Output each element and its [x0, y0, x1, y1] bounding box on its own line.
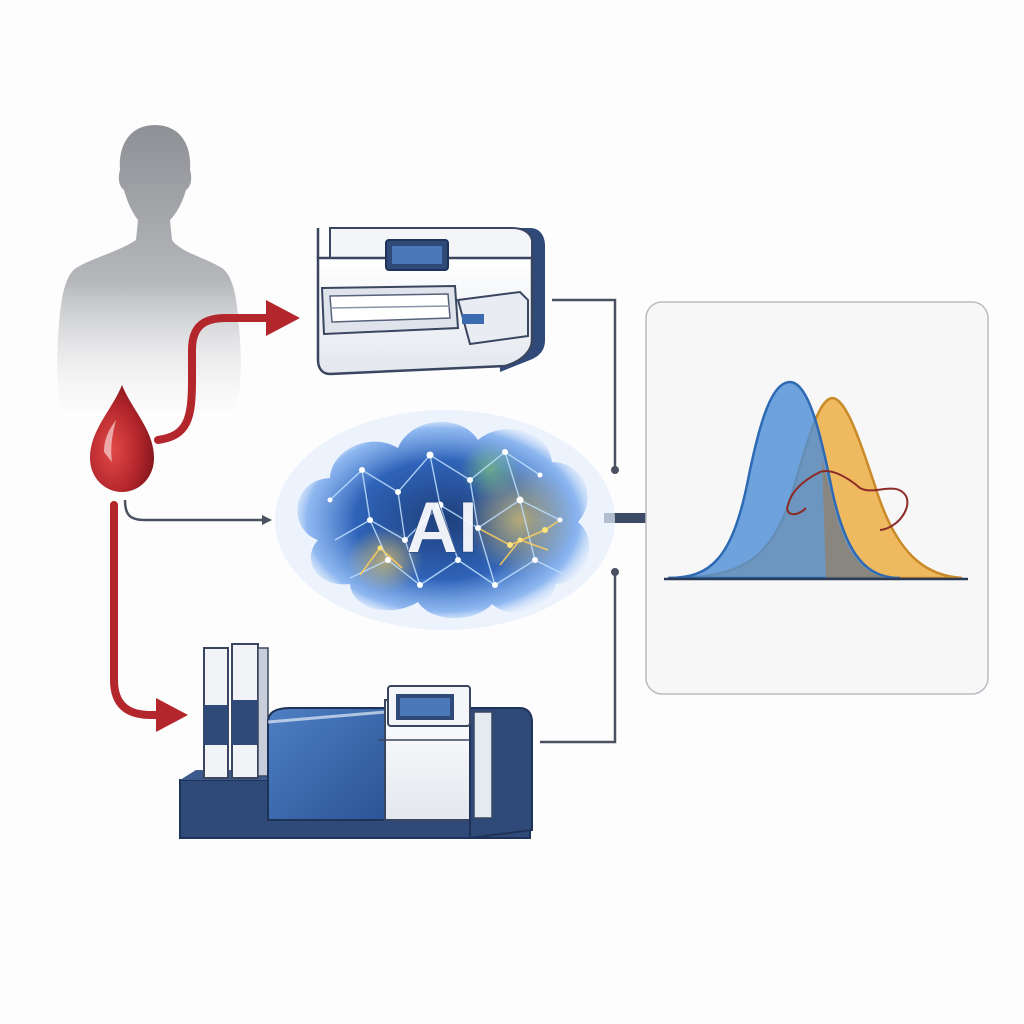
ai-label: AI — [406, 488, 478, 568]
blood-drop-icon — [90, 385, 154, 492]
benchtop-analyzer-icon — [316, 227, 545, 376]
blood-flow-to-analyzer — [154, 300, 300, 444]
connector-spectrometer-to-chart — [540, 568, 619, 744]
neural-network-cloud-icon: AI — [275, 410, 615, 630]
blood-flow-to-spectrometer — [110, 501, 188, 732]
connector-analyzer-to-chart — [552, 298, 619, 474]
mass-spectrometer-icon — [179, 643, 533, 840]
person-silhouette-icon — [57, 125, 241, 410]
overlapping-distributions-icon — [664, 380, 968, 581]
connector-blood-to-ai — [123, 499, 272, 525]
